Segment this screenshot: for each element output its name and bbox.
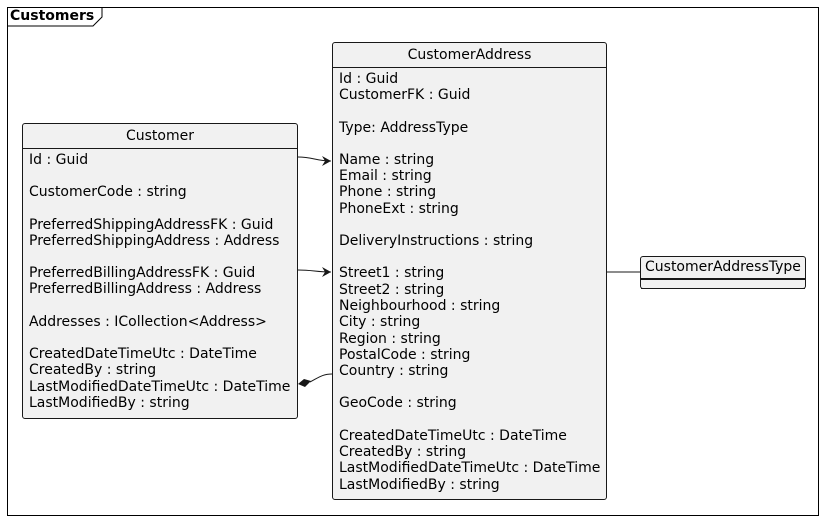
class-field: PreferredBillingAddress : Address [29,281,262,298]
class-field: Id : Guid [339,71,399,87]
class-field: DeliveryInstructions : string [339,233,534,250]
association-arrow-billing [297,266,332,277]
class-field: LastModifiedDateTimeUtc : DateTime [29,378,291,395]
class-field: LastModifiedBy : string [29,394,190,411]
class-field: Addresses : ICollection<Address> [29,313,267,330]
class-field: CreatedDateTimeUtc : DateTime [29,346,257,363]
class-field: CreatedBy : string [29,362,157,379]
class-field: Email : string [339,168,432,185]
class-field: PhoneExt : string [339,200,459,217]
class-field: LastModifiedBy : string [339,476,500,493]
class-customer-address-type[interactable]: CustomerAddressType [640,256,806,289]
class-field: PreferredBillingAddressFK : Guid [29,265,256,282]
class-name-customer-address: CustomerAddress [333,43,606,68]
class-field: Street1 : string [339,265,445,282]
class-name-customer-address-type: CustomerAddressType [641,257,805,279]
empty-compartment [641,279,805,288]
class-field: Phone : string [339,184,437,201]
class-field: Street2 : string [339,281,445,298]
class-field: PostalCode : string [339,346,471,363]
class-field: CreatedDateTimeUtc : DateTime [339,427,567,444]
composition-diamond [298,379,311,387]
class-field: CustomerCode : string [29,184,187,201]
class-field: Type: AddressType [339,119,469,136]
class-field: Name : string [339,151,435,168]
class-field: PreferredShippingAddress : Address [29,232,280,249]
composition-line [309,373,333,383]
class-field: Region : string [339,330,441,347]
class-field: GeoCode : string [339,395,457,412]
empty-compartment [641,288,805,297]
package-frame-customers [7,7,819,516]
class-field: CustomerFK : Guid [339,87,471,104]
package-title: Customers [10,8,95,24]
class-name-customer: Customer [23,124,297,149]
class-field: Id : Guid [29,152,89,168]
class-field: PreferredShippingAddressFK : Guid [29,216,274,233]
class-field: Country : string [339,363,449,380]
class-field: CreatedBy : string [339,444,467,461]
class-field: City : string [339,314,421,331]
package-frame-tab [7,7,103,27]
class-field: LastModifiedDateTimeUtc : DateTime [339,460,601,477]
association-arrow-shipping [297,155,332,166]
class-field: Neighbourhood : string [339,297,501,314]
